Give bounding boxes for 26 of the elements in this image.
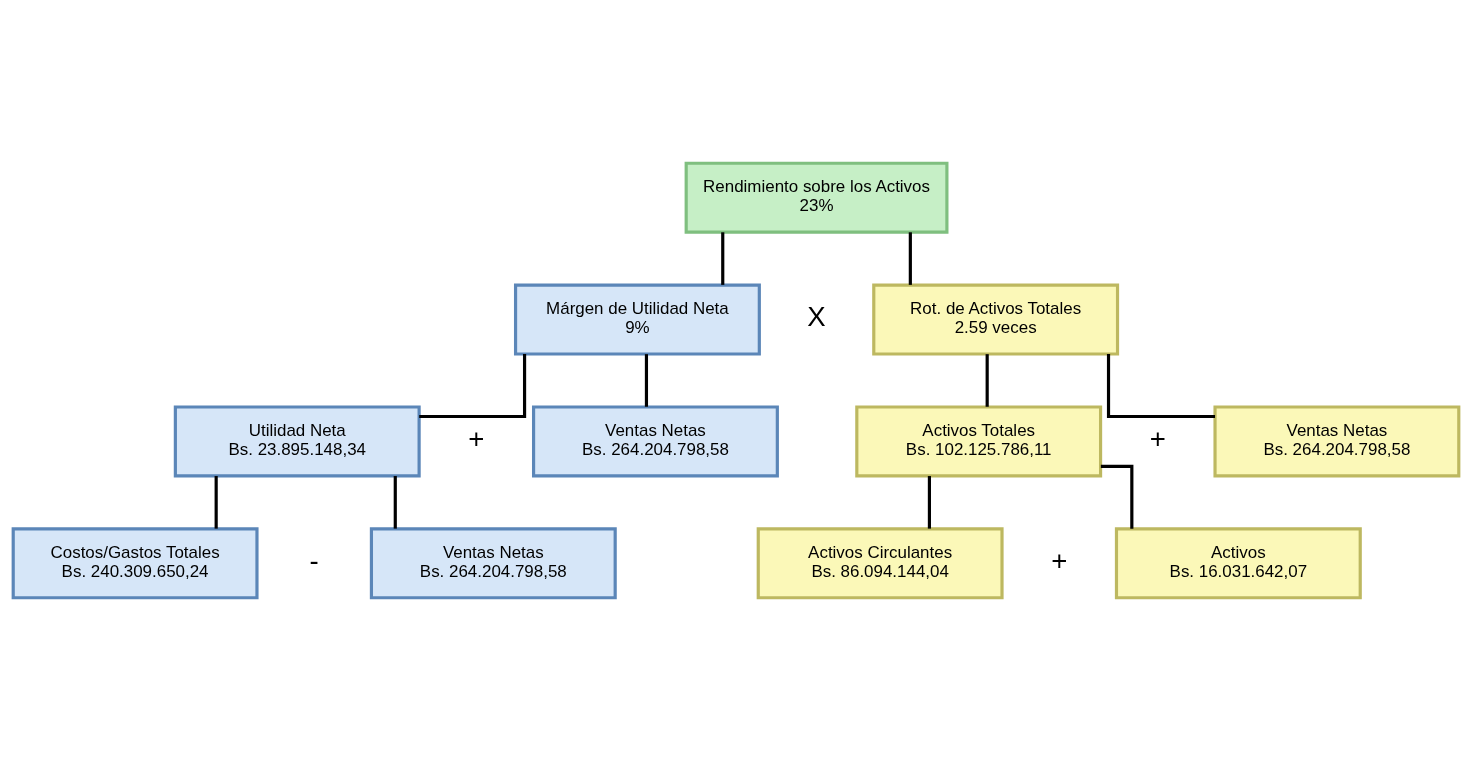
label: - xyxy=(309,544,319,576)
node-box: Márgen de Utilidad Neta 9% xyxy=(513,283,761,356)
connector xyxy=(908,231,912,285)
connector xyxy=(1106,353,1215,418)
label: + xyxy=(1051,544,1068,576)
node-box: Activos Bs. 16.031.642,07 xyxy=(1114,526,1362,599)
node-box: Utilidad Neta Bs. 23.895.148,34 xyxy=(173,404,421,477)
connector xyxy=(721,231,725,285)
node-box: Activos Totales Bs. 102.125.786,11 xyxy=(855,404,1103,477)
node-box: Ventas Netas Bs. 264.204.798,58 xyxy=(369,526,617,599)
connector xyxy=(214,475,218,529)
label: X xyxy=(807,300,826,332)
connector xyxy=(393,475,397,529)
node-box: Ventas Netas Bs. 264.204.798,58 xyxy=(1213,404,1461,477)
label: + xyxy=(1149,422,1166,454)
node-box: Activos Circulantes Bs. 86.094.144,04 xyxy=(756,526,1004,599)
connector xyxy=(644,353,649,407)
node-box: Rendimiento sobre los Activos 23% xyxy=(684,161,949,234)
label: + xyxy=(468,422,485,454)
connector xyxy=(1100,464,1134,529)
node-box: Ventas Netas Bs. 264.204.798,58 xyxy=(532,404,779,477)
node-box: Costos/Gastos Totales Bs. 240.309.650,24 xyxy=(11,526,259,599)
node-box: Rot. de Activos Totales 2.59 veces xyxy=(872,283,1120,356)
connector xyxy=(419,353,527,418)
connector xyxy=(985,353,989,407)
connector xyxy=(927,475,931,529)
